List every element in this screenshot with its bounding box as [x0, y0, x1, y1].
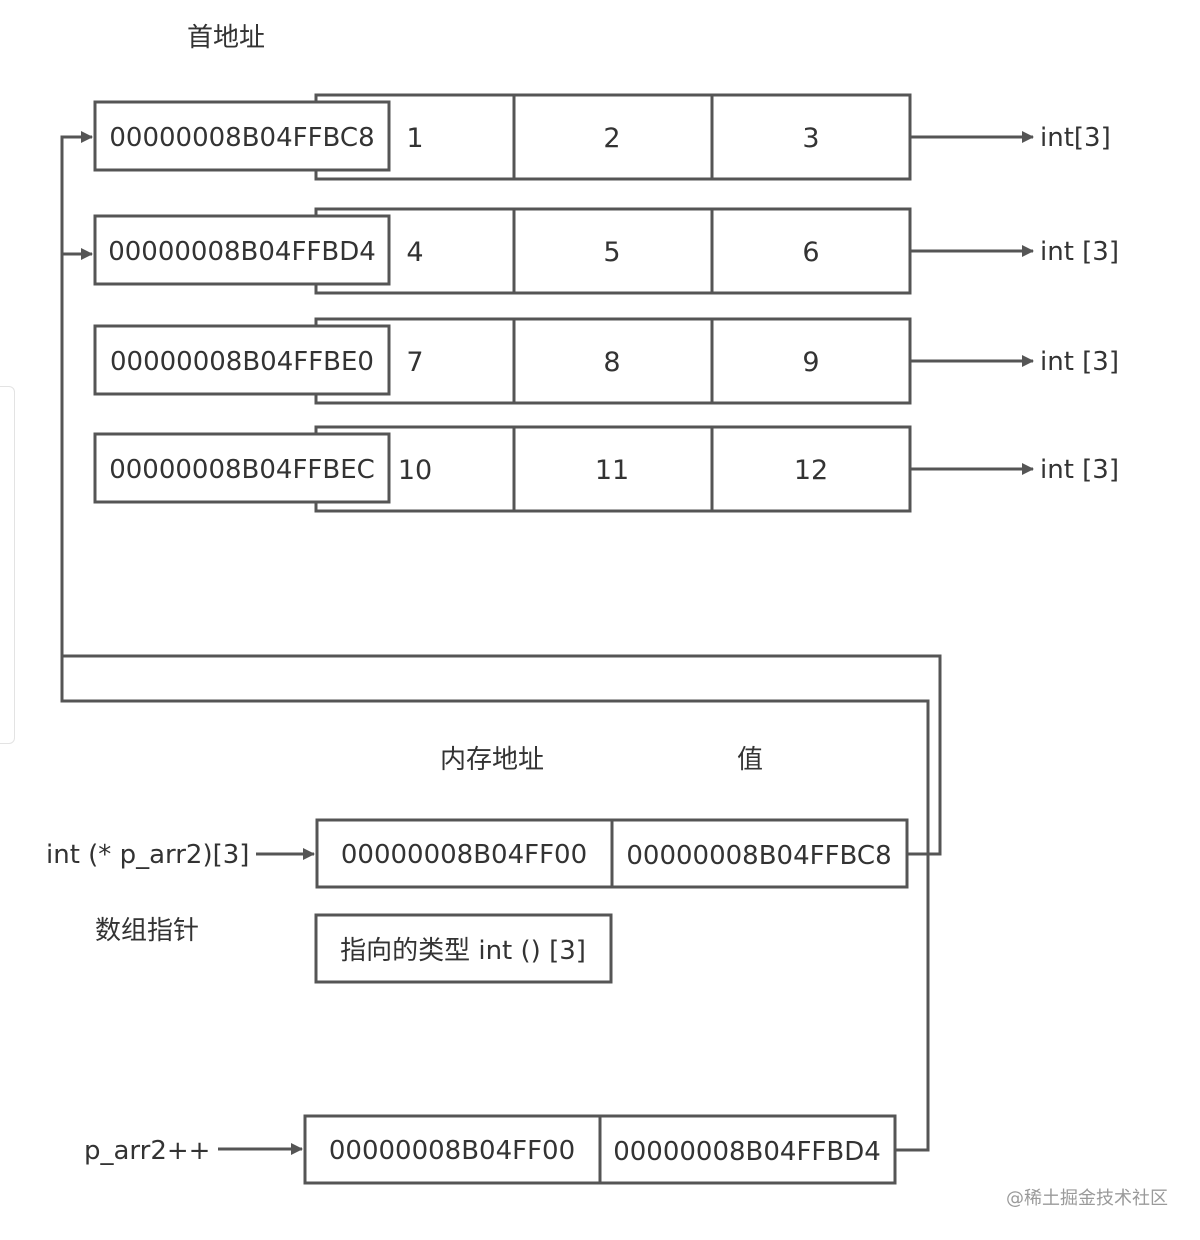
row-3-address: 00000008B04FFBE0	[110, 347, 374, 377]
row-3-value-3: 9	[802, 347, 819, 378]
increment-address: 00000008B04FF00	[329, 1136, 575, 1166]
row-4-value-3: 12	[794, 455, 828, 486]
row-1-address-box	[93, 100, 391, 172]
row-1-value-2: 2	[603, 123, 620, 154]
row-3-value-1: 7	[406, 347, 423, 378]
watermark: @稀土掘金技术社区	[1006, 1188, 1168, 1209]
increment-value-box	[598, 1114, 897, 1185]
connector-to-row-2	[60, 248, 930, 1152]
row-4-value-1: 10	[398, 455, 432, 486]
row-1-cell-3	[710, 93, 912, 181]
row-1-type: int[3]	[1040, 123, 1111, 153]
increment-address-box	[303, 1114, 602, 1185]
array-row-3: 00000008B04FFBE0 7 8 9 int [3]	[93, 317, 1119, 405]
array-row-4: 00000008B04FFBEC 10 11 12 int [3]	[93, 425, 1119, 513]
row-1-value-3: 3	[802, 123, 819, 154]
increment-value: 00000008B04FFBD4	[613, 1137, 881, 1167]
row-2-value-2: 5	[603, 237, 620, 268]
row-3-address-box	[93, 324, 391, 396]
row-2-address: 00000008B04FFBD4	[108, 237, 376, 267]
side-panel-edge	[0, 386, 15, 744]
pointer-value: 00000008B04FFBC8	[626, 841, 891, 871]
row-4-address-box	[93, 432, 391, 504]
memory-address-header: 内存地址	[440, 745, 544, 775]
value-header: 值	[737, 745, 763, 775]
row-4-type: int [3]	[1040, 455, 1119, 485]
pointer-address: 00000008B04FF00	[341, 840, 587, 870]
connector-to-row-1	[60, 131, 942, 856]
row-1-address: 00000008B04FFBC8	[109, 123, 374, 153]
row-2-cell-3	[710, 207, 912, 295]
pointed-type: 指向的类型 int () [3]	[340, 936, 586, 966]
row-1-value-1: 1	[406, 123, 423, 154]
row-2-address-box	[93, 214, 391, 286]
pointer-value-box	[610, 818, 909, 889]
row-4-cell-3	[710, 425, 912, 513]
array-row-1: 00000008B04FFBC8 1 2 3 int[3]	[93, 93, 1111, 181]
row-1-cell-2	[512, 93, 714, 181]
row-2-type: int [3]	[1040, 237, 1119, 267]
row-4-address: 00000008B04FFBEC	[109, 455, 375, 485]
row-2-value-3: 6	[802, 237, 819, 268]
row-3-value-2: 8	[603, 347, 620, 378]
pointed-type-box	[314, 913, 613, 984]
row-3-cell-2	[512, 317, 714, 405]
pointer-declaration: int (* p_arr2)[3]	[46, 840, 249, 870]
array-row-2: 00000008B04FFBD4 4 5 6 int [3]	[93, 207, 1119, 295]
row-4-value-2: 11	[595, 455, 629, 486]
row-2-value-1: 4	[406, 237, 423, 268]
row-3-type: int [3]	[1040, 347, 1119, 377]
array-pointer-caption: 数组指针	[95, 916, 199, 946]
row-3-cell-3	[710, 317, 912, 405]
pointer-address-box	[315, 818, 614, 889]
connector-lines	[60, 131, 942, 1152]
increment-expression: p_arr2++	[84, 1136, 210, 1166]
row-4-cell-2	[512, 425, 714, 513]
base-address-label: 首地址	[187, 23, 265, 53]
